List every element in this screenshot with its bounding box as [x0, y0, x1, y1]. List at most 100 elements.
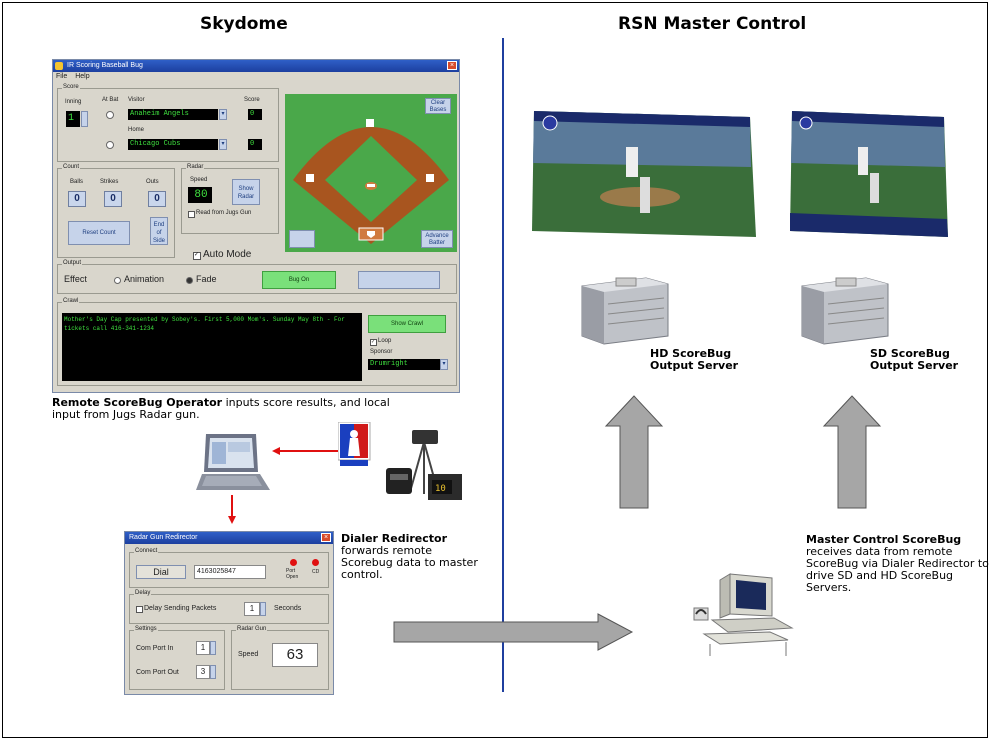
- redirector-close-icon[interactable]: ×: [321, 533, 331, 542]
- read-from-jugs-label: Read from Jugs Gun: [196, 210, 252, 216]
- sd-server-label: SD ScoreBug Output Server: [870, 347, 959, 372]
- redirector-titlebar: Radar Gun Redirector ×: [125, 532, 333, 544]
- count-group: Count Balls Strikes Outs 0 0 0 Reset Cou…: [57, 164, 175, 258]
- animation-radio[interactable]: [114, 277, 121, 284]
- redirector-speed-label: Speed: [238, 651, 259, 658]
- delay-checkbox[interactable]: [136, 606, 143, 613]
- home-at-bat-radio[interactable]: [106, 141, 114, 149]
- home-score: 0: [248, 139, 262, 150]
- com-port-out-field[interactable]: 3: [196, 665, 210, 679]
- first-base-icon[interactable]: [426, 174, 434, 182]
- delay-value-field[interactable]: 1: [244, 602, 260, 616]
- visitor-at-bat-radio[interactable]: [106, 111, 114, 119]
- delay-spinner[interactable]: [260, 602, 266, 616]
- outs-value[interactable]: 0: [148, 191, 166, 207]
- crawl-text-field[interactable]: Mother's Day Cap presented by Sobey's. F…: [62, 313, 362, 381]
- baseball-diamond: [293, 119, 449, 244]
- secondary-output-button[interactable]: [358, 271, 440, 289]
- dial-button[interactable]: Dial: [136, 565, 186, 579]
- animation-label: Animation: [124, 274, 165, 284]
- com-port-out-label: Com Port Out: [136, 669, 179, 676]
- fade-radio[interactable]: [186, 277, 193, 284]
- count-group-label: Count: [62, 164, 81, 170]
- scorebug-window-title: IR Scoring Baseball Bug: [67, 62, 143, 69]
- operator-caption-bold: Remote ScoreBug Operator: [52, 396, 223, 409]
- show-crawl-button[interactable]: Show Crawl: [368, 315, 446, 333]
- visitor-score: 0: [248, 109, 262, 120]
- read-from-jugs-checkbox[interactable]: [188, 211, 195, 218]
- visitor-label: Visitor: [128, 97, 145, 103]
- clear-bases-button[interactable]: Clear Bases: [425, 98, 451, 114]
- outs-label: Outs: [146, 179, 159, 185]
- bug-on-button[interactable]: Bug On: [262, 271, 336, 289]
- loop-checkbox[interactable]: ✓: [370, 339, 377, 346]
- rsn-master-control-title: RSN Master Control: [618, 14, 807, 34]
- visitor-dropdown[interactable]: ▾: [219, 109, 227, 120]
- hd-server-label: HD ScoreBug Output Server: [650, 347, 739, 372]
- radar-to-laptop-arrowhead: [272, 447, 280, 455]
- home-label: Home: [128, 127, 145, 133]
- radar-group-label: Radar: [186, 164, 205, 170]
- menu-file[interactable]: File: [56, 73, 68, 80]
- section-divider: [502, 38, 504, 692]
- effect-label: Effect: [64, 274, 87, 284]
- phone-number-field[interactable]: 4163025847: [194, 565, 266, 579]
- laptop-icon: [196, 434, 270, 490]
- hd-pitcher-figure: [626, 147, 638, 177]
- crawl-group: Crawl Mother's Day Cap presented by Sobe…: [57, 298, 457, 386]
- visitor-team-field[interactable]: Anaheim Angels: [128, 109, 218, 120]
- redirector-window-title: Radar Gun Redirector: [129, 534, 198, 541]
- end-of-side-button[interactable]: End of Side: [150, 217, 168, 245]
- show-radar-button[interactable]: Show Radar: [232, 179, 260, 205]
- jugs-radar-gun-icon: 10: [338, 422, 462, 500]
- app-icon: [55, 62, 63, 70]
- data-flow-arrow-right: [393, 613, 634, 651]
- settings-group: Settings Com Port In 1 Com Port Out 3: [129, 626, 225, 690]
- crawl-group-label: Crawl: [62, 298, 80, 304]
- com-port-in-spinner[interactable]: [210, 641, 216, 655]
- advance-batter-label: Advance Batter: [425, 233, 449, 246]
- laptop-to-redirector-arrowhead: [228, 516, 236, 524]
- inning-label: Inning: [65, 99, 82, 105]
- inning-value: 1: [66, 111, 80, 127]
- home-dropdown[interactable]: ▾: [219, 139, 227, 150]
- runner-button[interactable]: [289, 230, 315, 248]
- speed-label: Speed: [190, 177, 208, 183]
- sd-up-arrow: [822, 395, 882, 509]
- com-port-in-label: Com Port In: [136, 645, 174, 652]
- pitcher-mound-icon: [367, 184, 375, 187]
- connect-group-label: Connect: [134, 548, 159, 554]
- sponsor-field[interactable]: Drumright: [368, 359, 440, 370]
- radar-speed-value: 80: [188, 187, 212, 203]
- port-open-label: Port Open: [286, 568, 299, 580]
- reset-count-button[interactable]: Reset Count: [68, 221, 130, 245]
- com-port-out-spinner[interactable]: [210, 665, 216, 679]
- scorebug-window: IR Scoring Baseball Bug × File Help Scor…: [52, 59, 460, 393]
- radar-gun-group-label: Radar Gun: [236, 626, 268, 632]
- delay-group: Delay Delay Sending Packets 1 Seconds: [129, 590, 329, 624]
- redirector-window: Radar Gun Redirector × Connect Dial 4163…: [124, 531, 334, 695]
- com-port-in-field[interactable]: 1: [196, 641, 210, 655]
- auto-mode-checkbox[interactable]: ✓: [193, 252, 201, 260]
- fade-label: Fade: [196, 274, 217, 284]
- menu-help[interactable]: Help: [75, 73, 90, 80]
- strikes-value[interactable]: 0: [104, 191, 122, 207]
- redirector-speed-value: 63: [272, 643, 318, 667]
- inning-spinner[interactable]: [81, 111, 88, 127]
- sd-broadcast-frame: [790, 111, 948, 237]
- port-open-indicator-icon: [290, 559, 297, 566]
- balls-value[interactable]: 0: [68, 191, 86, 207]
- home-team-field[interactable]: Chicago Cubs: [128, 139, 218, 150]
- second-base-icon[interactable]: [366, 119, 374, 127]
- sponsor-dropdown[interactable]: ▾: [440, 359, 448, 370]
- score-group-label: Score: [62, 84, 80, 90]
- advance-batter-button[interactable]: Advance Batter: [421, 230, 453, 248]
- third-base-icon[interactable]: [306, 174, 314, 182]
- home-plate-icon: [367, 231, 375, 238]
- master-control-computer-icon: [693, 573, 794, 656]
- hd-server-icon: [581, 277, 669, 345]
- close-icon[interactable]: ×: [447, 61, 457, 70]
